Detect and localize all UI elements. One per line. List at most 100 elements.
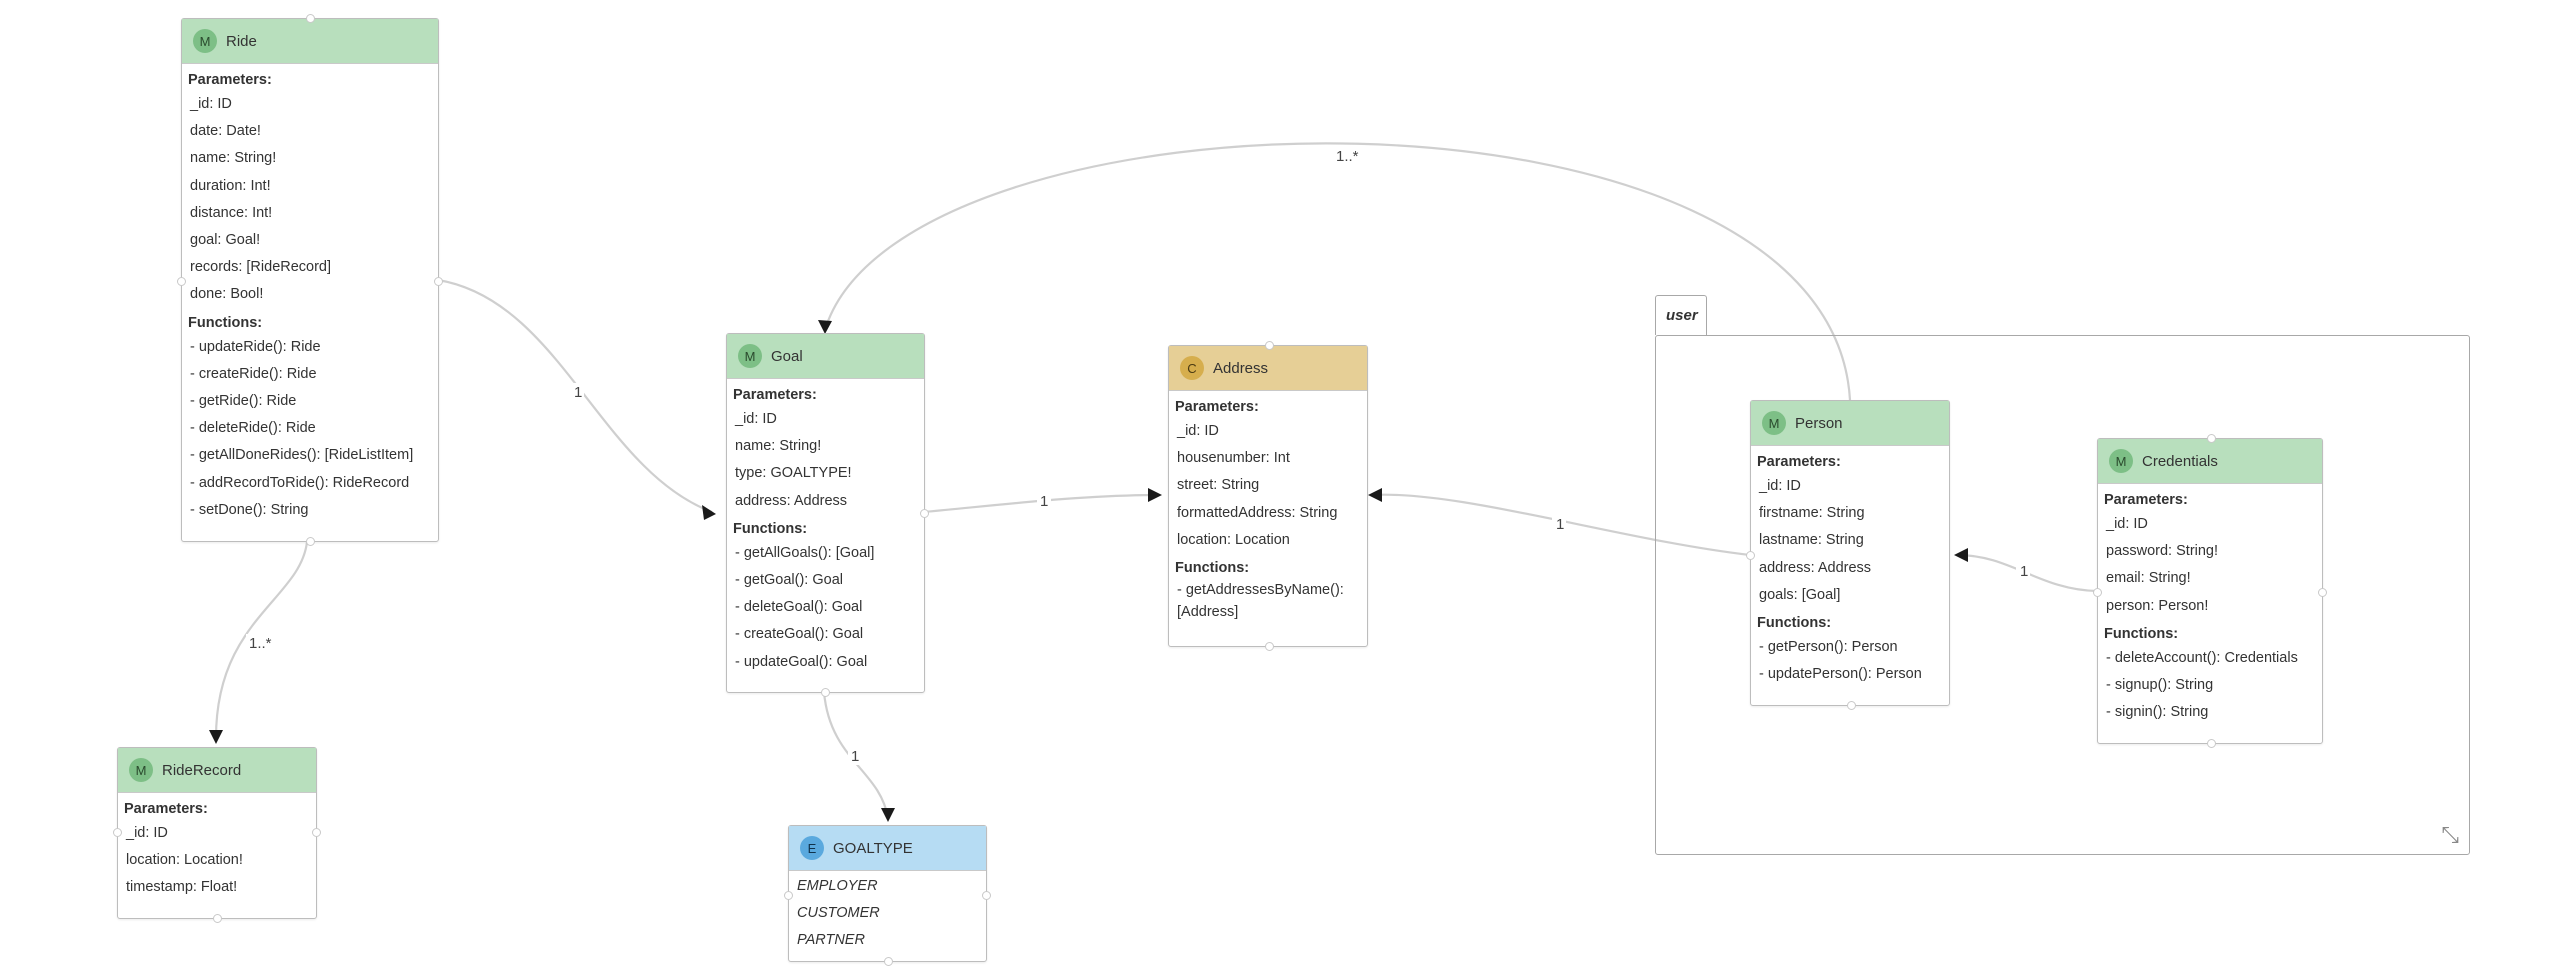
connection-port[interactable] bbox=[2318, 588, 2327, 597]
function-row: - getPerson(): Person bbox=[1759, 639, 1898, 656]
param-row: goal: Goal! bbox=[190, 232, 261, 249]
param-row: records: [RideRecord] bbox=[190, 259, 332, 276]
param-row: person: Person! bbox=[2106, 597, 2209, 614]
function-row: - createGoal(): Goal bbox=[735, 626, 864, 643]
function-row: - getAllDoneRides(): [RideListItem] bbox=[190, 447, 414, 464]
node-riderecord[interactable]: M RideRecord Parameters: _id: ID locatio… bbox=[113, 747, 321, 923]
node-header[interactable]: M Person bbox=[1751, 401, 1949, 446]
connection-port[interactable] bbox=[177, 277, 186, 286]
node-goaltype[interactable]: E GOALTYPE EMPLOYER CUSTOMER PARTNER bbox=[784, 825, 991, 966]
node-title: Ride bbox=[226, 32, 257, 50]
function-row: - getRide(): Ride bbox=[190, 393, 297, 410]
connection-port[interactable] bbox=[982, 891, 991, 900]
param-row: password: String! bbox=[2106, 543, 2219, 560]
function-row: - deleteAccount(): Credentials bbox=[2106, 649, 2298, 666]
group-user[interactable]: ⤡ bbox=[1655, 335, 2470, 855]
function-row: - createRide(): Ride bbox=[190, 365, 317, 382]
connection-port[interactable] bbox=[2207, 434, 2216, 443]
param-row: done: Bool! bbox=[190, 286, 264, 303]
connection-port[interactable] bbox=[1265, 341, 1274, 350]
model-badge-icon: M bbox=[738, 344, 762, 368]
node-header[interactable]: C Address bbox=[1169, 346, 1367, 391]
node-ride[interactable]: M Ride Parameters: _id: ID date: Date! n… bbox=[177, 14, 443, 546]
model-badge-icon: M bbox=[2109, 449, 2133, 473]
section-parameters: Parameters: bbox=[188, 72, 272, 88]
section-parameters: Parameters: bbox=[2104, 492, 2188, 508]
node-header[interactable]: M Credentials bbox=[2098, 439, 2322, 484]
node-title: RideRecord bbox=[162, 761, 242, 779]
param-row: distance: Int! bbox=[190, 204, 273, 221]
connection-port[interactable] bbox=[821, 688, 830, 697]
arrowhead bbox=[1148, 488, 1162, 502]
edge-label: 1 bbox=[1556, 516, 1564, 533]
function-row: - signin(): String bbox=[2106, 704, 2209, 721]
edge-ride-riderecord[interactable] bbox=[214, 541, 309, 741]
function-row: - getAddressesByName(): [Address] bbox=[1177, 582, 1344, 621]
param-row: _id: ID bbox=[190, 96, 232, 112]
node-address[interactable]: C Address Parameters: _id: ID housenumbe… bbox=[1168, 341, 1368, 651]
edge-label: 1..* bbox=[249, 635, 272, 652]
param-row: name: String! bbox=[190, 150, 277, 167]
connection-port[interactable] bbox=[1746, 551, 1755, 560]
connection-port[interactable] bbox=[1847, 701, 1856, 710]
function-row: - signup(): String bbox=[2106, 677, 2214, 694]
model-badge-icon: M bbox=[1762, 411, 1786, 435]
model-badge-icon: M bbox=[129, 758, 153, 782]
enum-value: CUSTOMER bbox=[797, 905, 880, 921]
expand-arrows-icon[interactable]: ⤡ bbox=[2441, 822, 2459, 847]
param-row: firstname: String bbox=[1759, 505, 1865, 522]
group-tab-user[interactable]: user bbox=[1655, 295, 1707, 335]
param-row: goals: [Goal] bbox=[1759, 586, 1841, 603]
param-row: location: Location! bbox=[126, 852, 243, 869]
param-row: street: String bbox=[1177, 477, 1260, 494]
connection-port[interactable] bbox=[434, 277, 443, 286]
section-parameters: Parameters: bbox=[1175, 399, 1259, 415]
connection-port[interactable] bbox=[784, 891, 793, 900]
function-row: - updatePerson(): Person bbox=[1759, 666, 1922, 683]
connection-port[interactable] bbox=[884, 957, 893, 966]
section-parameters: Parameters: bbox=[733, 387, 817, 403]
function-row: - getAllGoals(): [Goal] bbox=[735, 544, 875, 561]
function-row: - updateRide(): Ride bbox=[190, 338, 321, 355]
connection-port[interactable] bbox=[1265, 642, 1274, 651]
edge-label: 1..* bbox=[1336, 148, 1359, 165]
enum-value: EMPLOYER bbox=[797, 878, 878, 894]
function-row: - getGoal(): Goal bbox=[735, 572, 843, 589]
node-header[interactable]: M Ride bbox=[182, 19, 438, 64]
node-title: Credentials bbox=[2142, 452, 2218, 470]
class-badge-icon: C bbox=[1180, 356, 1204, 380]
section-functions: Functions: bbox=[188, 314, 263, 331]
param-row: _id: ID bbox=[1759, 478, 1801, 494]
param-row: type: GOALTYPE! bbox=[735, 465, 852, 482]
connection-port[interactable] bbox=[2207, 739, 2216, 748]
node-title: Goal bbox=[771, 347, 803, 365]
connection-port[interactable] bbox=[306, 537, 315, 546]
enum-badge-icon: E bbox=[800, 836, 824, 860]
connection-port[interactable] bbox=[920, 509, 929, 518]
param-row: address: Address bbox=[1759, 559, 1872, 576]
node-header[interactable]: E GOALTYPE bbox=[789, 826, 986, 871]
param-row: housenumber: Int bbox=[1177, 450, 1290, 467]
edge-ride-goal[interactable] bbox=[437, 278, 713, 514]
node-goal[interactable]: M Goal Parameters: _id: ID name: String!… bbox=[726, 333, 929, 697]
edge-goal-goaltype[interactable] bbox=[822, 691, 890, 819]
node-person[interactable]: M Person Parameters: _id: ID firstname: … bbox=[1746, 400, 1950, 710]
param-row: address: Address bbox=[735, 492, 848, 509]
connection-port[interactable] bbox=[113, 828, 122, 837]
connection-port[interactable] bbox=[213, 914, 222, 923]
function-row: - updateGoal(): Goal bbox=[735, 653, 868, 670]
connection-port[interactable] bbox=[306, 14, 315, 23]
model-badge-icon: M bbox=[193, 29, 217, 53]
node-header[interactable]: M Goal bbox=[727, 334, 924, 379]
connection-port[interactable] bbox=[312, 828, 321, 837]
node-header[interactable]: M RideRecord bbox=[118, 748, 316, 793]
connection-port[interactable] bbox=[2093, 588, 2102, 597]
param-row: email: String! bbox=[2106, 570, 2191, 587]
node-credentials[interactable]: M Credentials Parameters: _id: ID passwo… bbox=[2093, 434, 2327, 748]
arrowhead bbox=[702, 505, 716, 520]
param-row: name: String! bbox=[735, 438, 822, 455]
param-row: _id: ID bbox=[126, 825, 168, 841]
group-label: user bbox=[1666, 307, 1698, 324]
node-title: Address bbox=[1213, 359, 1269, 377]
edge-goal-address[interactable] bbox=[923, 493, 1159, 514]
